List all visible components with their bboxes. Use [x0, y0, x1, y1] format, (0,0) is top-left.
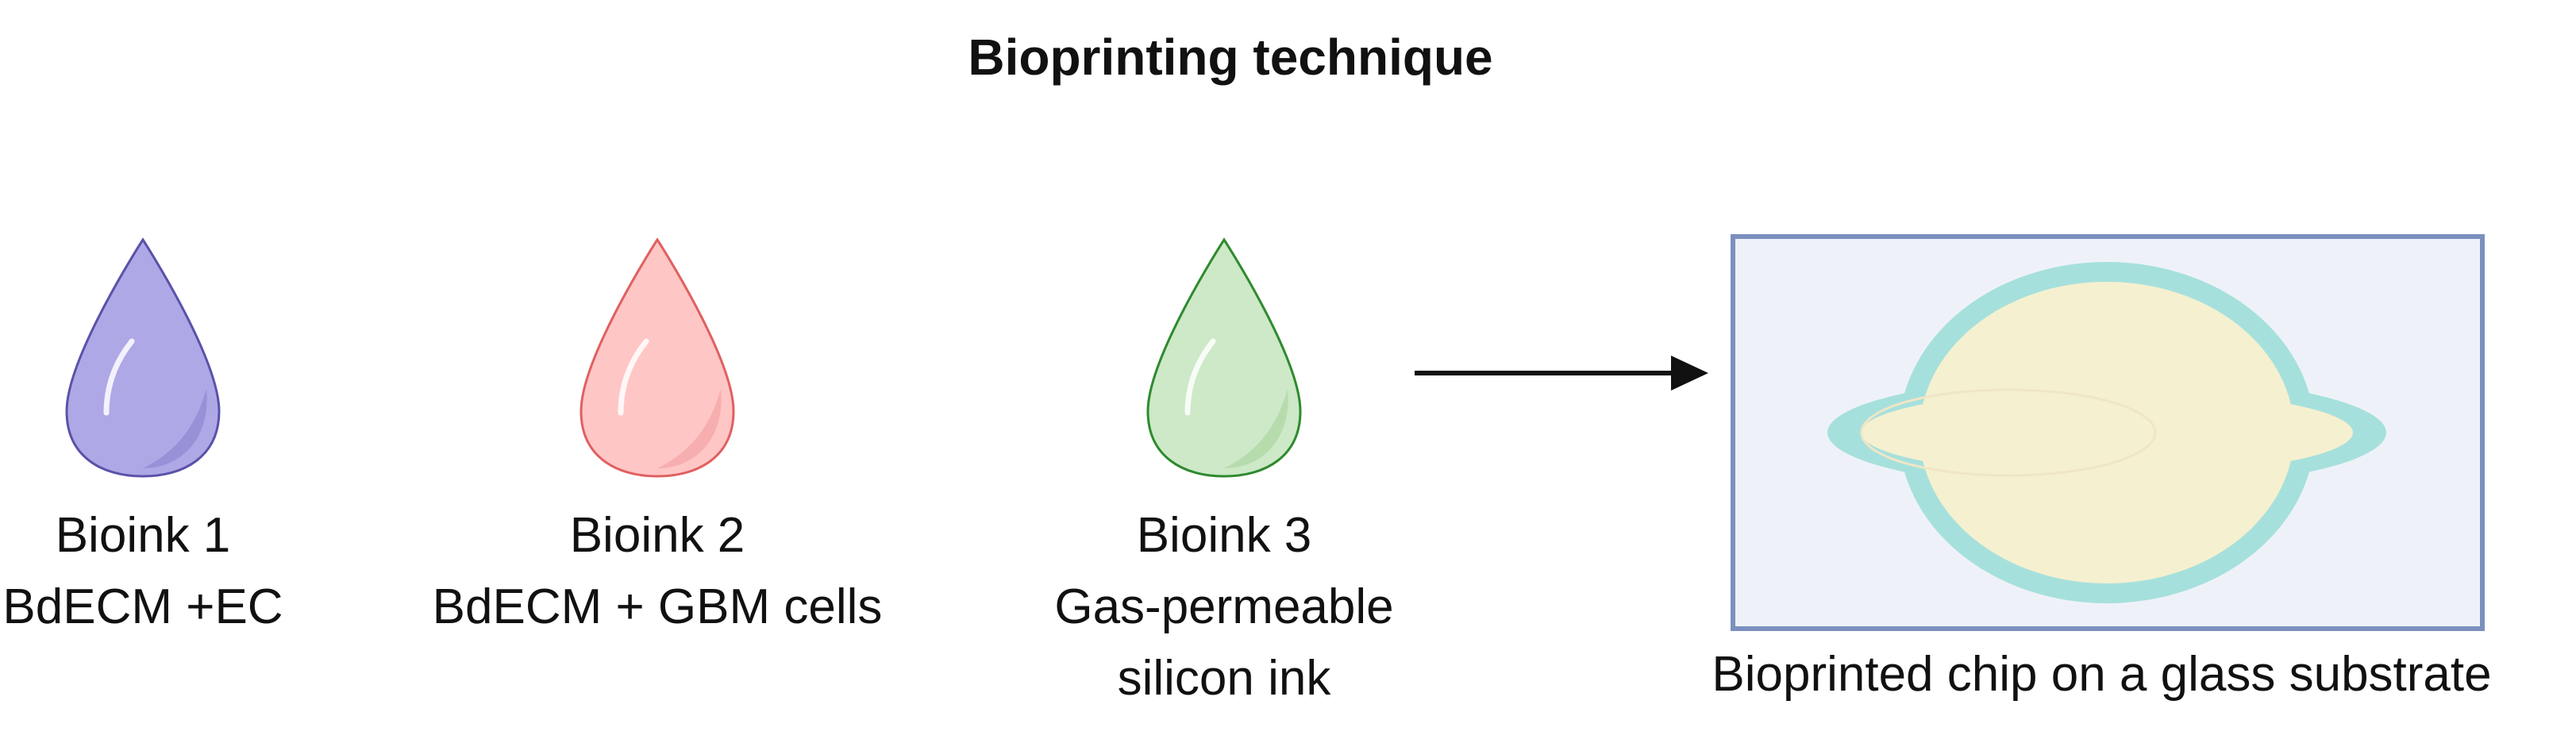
bioink-1-droplet-icon	[65, 237, 221, 478]
bioink-1-name: Bioink 1	[55, 508, 231, 563]
bioink-3-description-line-2: silicon ink	[1117, 651, 1331, 706]
bioink-2-label: Bioink 2 BdECM + GBM cells	[379, 500, 935, 643]
bioink-3-label: Bioink 3 Gas-permeable silicon ink	[986, 500, 1462, 714]
bioink-3-description-line-1: Gas-permeable	[1054, 579, 1394, 634]
bioink-3-droplet-icon	[1146, 237, 1302, 478]
diagram-title: Bioprinting technique	[968, 29, 1493, 86]
gbm-tissue-core	[1861, 282, 2353, 583]
bioink-1-label: Bioink 1 BdECM +EC	[0, 500, 286, 643]
chip-label: Bioprinted chip on a glass substrate	[1712, 647, 2492, 702]
bioink-1-description: BdECM +EC	[2, 579, 283, 634]
right-arrow-icon	[1415, 356, 1708, 391]
bioink-2-name: Bioink 2	[569, 508, 745, 563]
bioink-3-name: Bioink 3	[1136, 508, 1312, 563]
bioink-2-description: BdECM + GBM cells	[432, 579, 883, 634]
bioprinted-chip-diagram	[1731, 234, 2485, 631]
endothelial-channel	[1860, 388, 2157, 477]
bioink-2-droplet-icon	[580, 237, 735, 478]
